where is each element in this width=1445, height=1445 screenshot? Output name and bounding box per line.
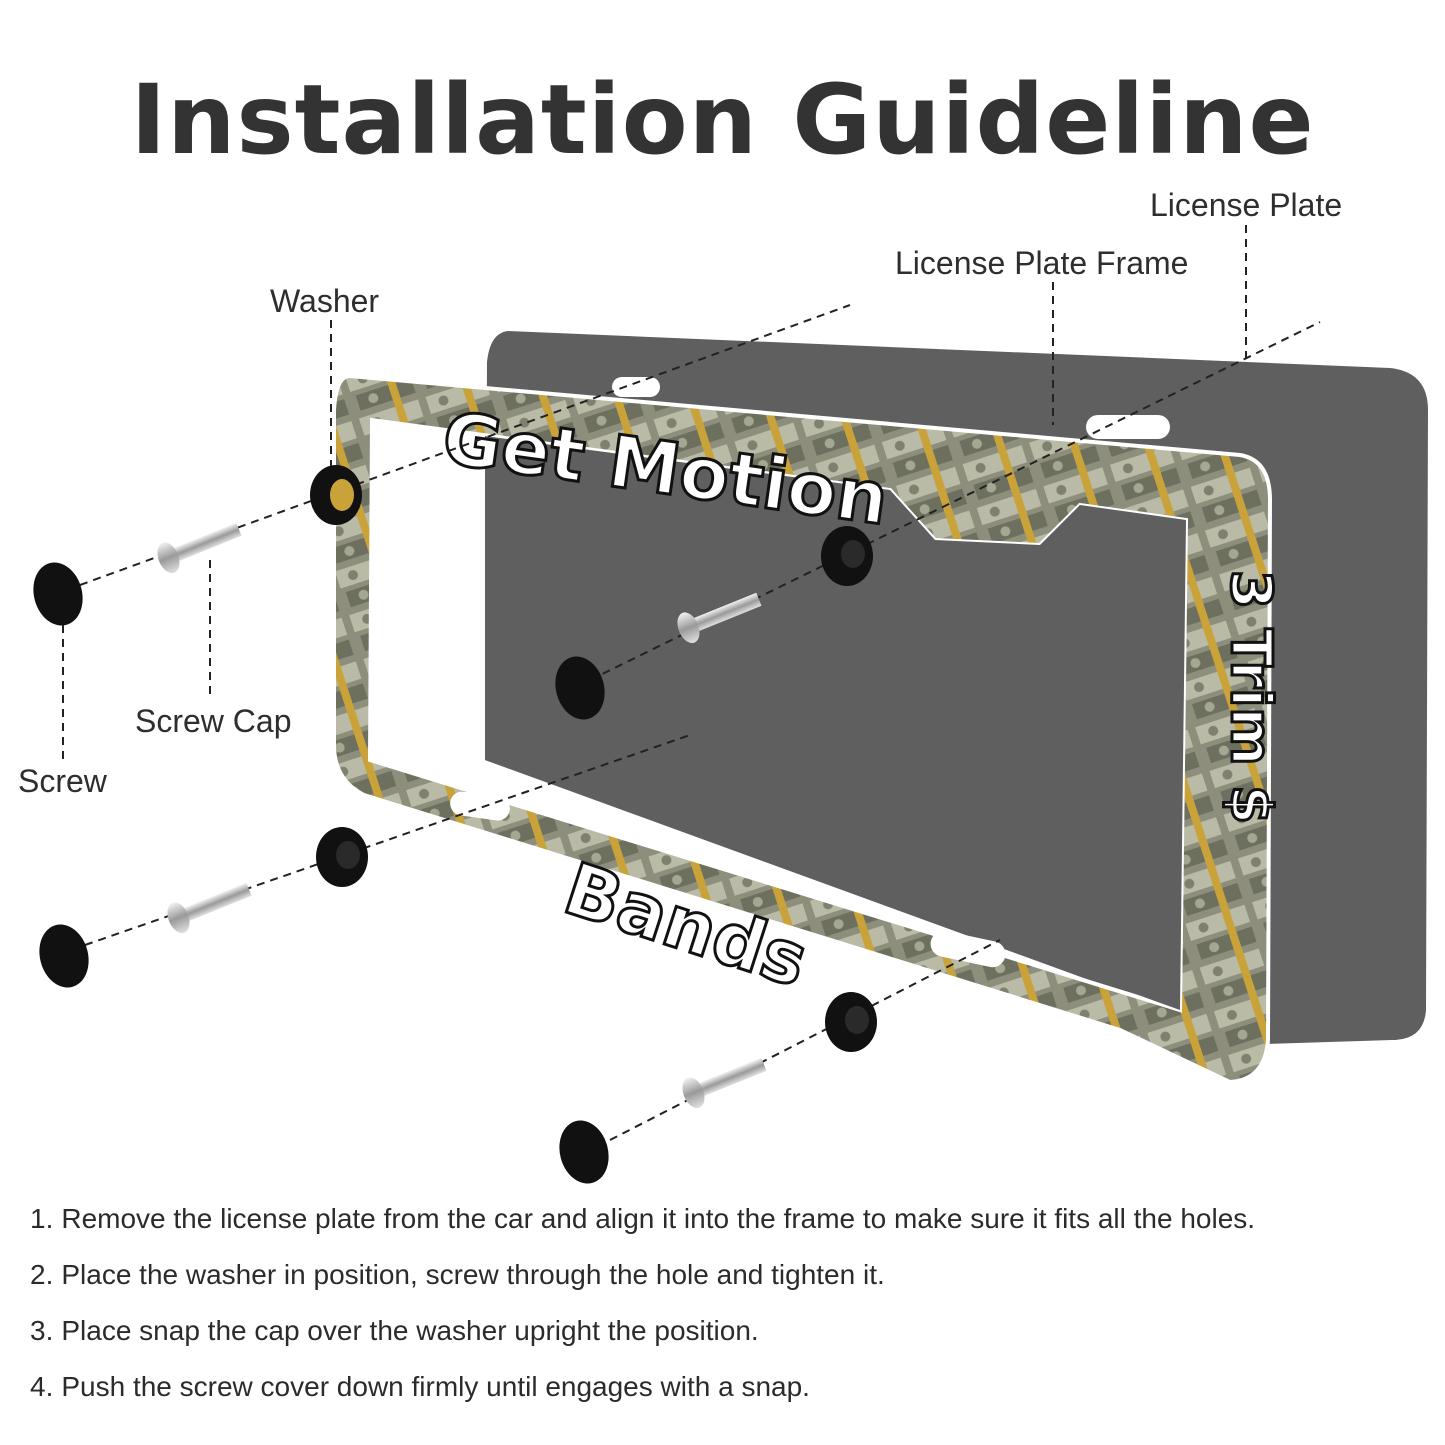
screw-icon xyxy=(167,882,252,934)
page-title: Installation Guideline xyxy=(130,64,1315,176)
washer-icon xyxy=(821,526,873,586)
label-license-plate-frame: License Plate Frame xyxy=(895,245,1188,281)
screw-icon xyxy=(677,592,762,644)
washer-icon xyxy=(316,827,368,887)
label-screw-cap: Screw Cap xyxy=(135,703,292,739)
hardware-set-bottom-left xyxy=(39,827,368,988)
frame-slot-bottom-left xyxy=(450,791,510,821)
screw-cap-icon xyxy=(39,924,89,988)
screw-cap-icon xyxy=(33,562,83,626)
washer-icon xyxy=(825,992,877,1052)
screw-cap-icon xyxy=(559,1120,609,1184)
plate-slot-top-left xyxy=(612,377,660,397)
label-leaders xyxy=(62,225,1247,760)
label-license-plate: License Plate xyxy=(1150,187,1342,223)
assembly-lines xyxy=(79,304,1321,1141)
frame-right-text: 3 Trim $ xyxy=(1218,570,1283,824)
label-washer: Washer xyxy=(270,283,379,319)
label-screw: Screw xyxy=(18,763,108,799)
step-item: 3.Place snap the cap over the washer upr… xyxy=(30,1315,759,1346)
hardware-set-bottom-right xyxy=(559,992,877,1184)
plate-slot-top-right xyxy=(1086,415,1170,439)
hardware-set-top-left xyxy=(33,465,362,626)
frame-slot-bottom-right xyxy=(930,930,1006,968)
screw-cap-icon xyxy=(555,656,605,720)
hardware-set-top-right xyxy=(555,526,873,720)
step-item: 4.Push the screw cover down firmly until… xyxy=(30,1371,810,1402)
license-plate-frame: Get Motion Bands 3 Trim $ xyxy=(332,373,1285,1085)
screw-icon xyxy=(157,522,242,574)
instruction-steps: 1.Remove the license plate from the car … xyxy=(30,1195,1430,1419)
step-item: 2.Place the washer in position, screw th… xyxy=(30,1259,885,1290)
screw-icon xyxy=(682,1057,767,1109)
washer-icon xyxy=(310,465,362,525)
step-item: 1.Remove the license plate from the car … xyxy=(30,1203,1256,1234)
